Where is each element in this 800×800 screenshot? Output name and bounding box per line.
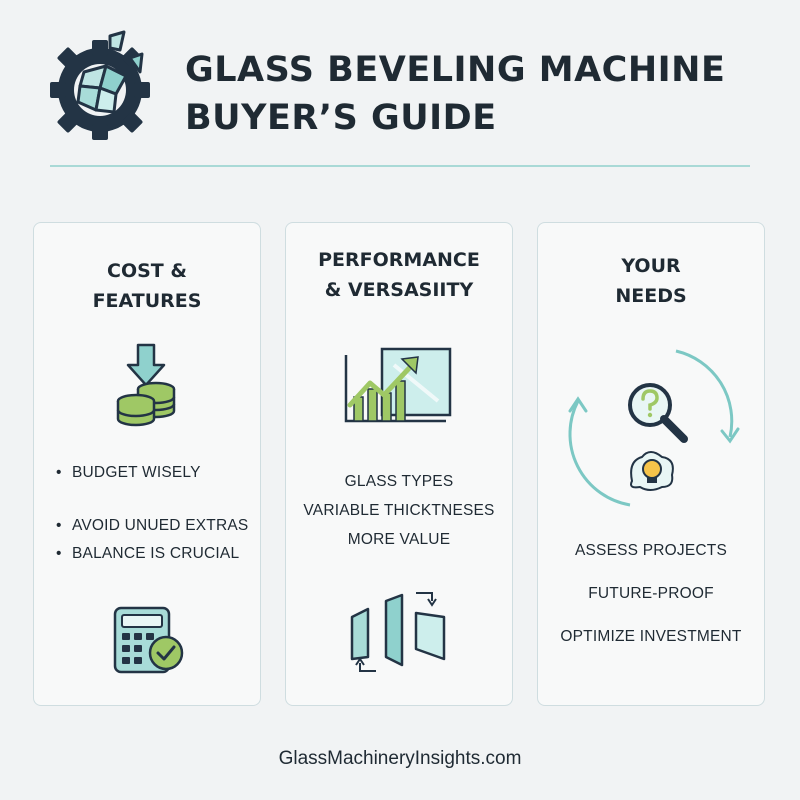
list-item: •BUDGET WISELY bbox=[56, 464, 201, 481]
card-performance: PERFORMANCE & VERSASIITY GLASS TYPES VAR… bbox=[285, 222, 513, 706]
coins-down-arrow-icon bbox=[116, 343, 176, 427]
card-title: PERFORMANCE & VERSASIITY bbox=[286, 245, 512, 305]
list-item: •BALANCE IS CRUCIAL bbox=[56, 545, 240, 562]
card-title-line1: PERFORMANCE bbox=[318, 249, 480, 271]
cycle-search-lightbulb-icon bbox=[568, 349, 740, 507]
list-item: VARIABLE THICKTNESES bbox=[303, 502, 495, 519]
list-item: OPTIMIZE INVESTMENT bbox=[560, 628, 742, 645]
gear-glass-logo-icon bbox=[50, 30, 150, 140]
page-title-line1: GLASS BEVELING MACHINE bbox=[185, 50, 726, 90]
list-item: ASSESS PROJECTS bbox=[574, 542, 727, 559]
list-item: GLASS TYPES bbox=[344, 473, 454, 490]
calculator-check-icon bbox=[113, 606, 184, 674]
list-item: •AVOID UNUED EXTRAS bbox=[56, 517, 249, 534]
card-title-line2: & VERSASIITY bbox=[324, 279, 474, 301]
page-title: GLASS BEVELING MACHINE BUYER’S GUIDE bbox=[185, 46, 725, 142]
header-divider bbox=[50, 165, 750, 167]
card-cost-features: COST & FEATURES •BUDGET WISELY •AVOID UN… bbox=[33, 222, 261, 706]
card-title-line2: FEATURES bbox=[92, 290, 202, 312]
card-title-line1: YOUR bbox=[621, 255, 681, 277]
page-title-line2: BUYER’S GUIDE bbox=[185, 98, 497, 138]
glass-panels-arrows-icon bbox=[350, 592, 446, 672]
card-title-line2: NEEDS bbox=[615, 285, 687, 307]
card-title: COST & FEATURES bbox=[34, 256, 260, 316]
list-item: MORE VALUE bbox=[347, 531, 451, 548]
footer-website: GlassMachineryInsights.com bbox=[278, 748, 522, 769]
growth-chart-glass-icon bbox=[344, 347, 452, 423]
card-title: YOUR NEEDS bbox=[538, 251, 764, 311]
card-title-line1: COST & bbox=[107, 260, 187, 282]
card-your-needs: YOUR NEEDS ASSESS PROJECTS FUTURE-PROOF … bbox=[537, 222, 765, 706]
list-item: FUTURE-PROOF bbox=[588, 585, 714, 602]
